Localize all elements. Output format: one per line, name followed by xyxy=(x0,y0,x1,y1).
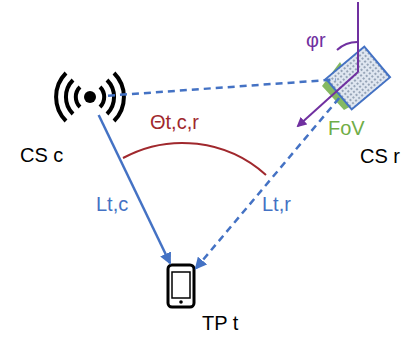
angle-label: φr xyxy=(306,28,326,52)
fov-label-holder: FoV xyxy=(328,116,365,140)
angle-arc xyxy=(123,143,266,175)
angle-label-holder: φr xyxy=(306,28,326,52)
node-label: CS c xyxy=(20,143,63,167)
connector xyxy=(108,79,336,95)
edge-label: Lt,r xyxy=(262,192,291,216)
edge-label-holder: Lt,c xyxy=(96,192,128,216)
connector xyxy=(99,115,170,263)
fov-label: FoV xyxy=(328,116,365,140)
angle-label: Θt,c,r xyxy=(150,110,199,134)
ris-node: CS r xyxy=(336,58,376,98)
antenna-node: CS c xyxy=(72,79,108,115)
node-label: TP t xyxy=(202,311,238,335)
edge-label-holder: Lt,r xyxy=(262,192,291,216)
edge-label: Lt,c xyxy=(96,192,128,216)
node-label-holder: CS c xyxy=(20,143,63,167)
connector xyxy=(196,98,339,268)
angle-label-holder: Θt,c,r xyxy=(150,110,199,134)
phone-node: TP t xyxy=(166,263,196,309)
orientation-lines xyxy=(298,2,358,126)
node-label-holder: TP t xyxy=(202,311,238,335)
phone-icon xyxy=(168,265,194,307)
antenna-icon xyxy=(56,73,124,121)
node-label-holder: CS r xyxy=(360,144,400,168)
node-label: CS r xyxy=(360,144,400,168)
